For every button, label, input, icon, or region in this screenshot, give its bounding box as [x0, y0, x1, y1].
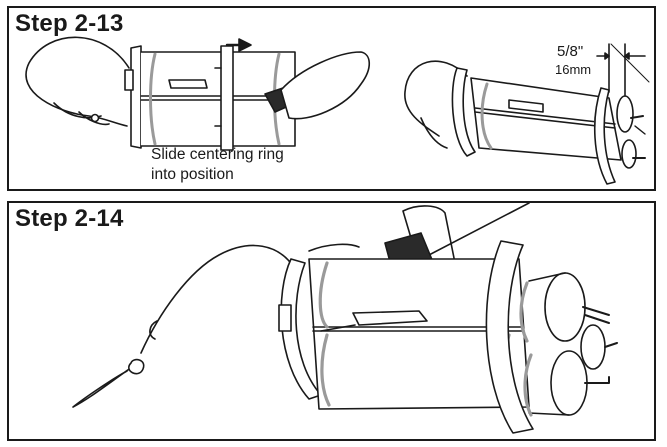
label-plate-right — [508, 99, 544, 113]
step-title: Step 2-13 — [15, 10, 124, 37]
knot — [90, 113, 100, 123]
lanyard-knot — [53, 102, 110, 126]
sleeve-paddle — [280, 51, 371, 120]
measurement-metric: 16mm — [555, 62, 592, 77]
lamp-end-1 — [544, 272, 586, 342]
step-2-14-panel: Step 2-14 — [7, 201, 656, 441]
end-cap-tab — [124, 69, 134, 91]
caption: Slide centering ring into position — [151, 145, 284, 185]
end-cap-tab — [278, 304, 292, 332]
lanyard-hook — [149, 320, 158, 340]
lamp-end-2 — [621, 139, 637, 169]
tube-shade — [149, 52, 157, 146]
lanyard-cord — [140, 244, 296, 354]
tube-shade — [318, 261, 329, 329]
step-2-14-illustration — [72, 203, 618, 434]
lanyard-cord — [25, 36, 130, 127]
label-plate — [352, 310, 428, 326]
front-ring — [594, 87, 616, 185]
end-cap-left — [130, 45, 142, 149]
end-cap-right-rear — [451, 67, 476, 157]
front-ring — [485, 240, 534, 434]
label-plate — [168, 79, 208, 89]
lamp-end-3 — [580, 324, 606, 370]
centering-ring — [220, 45, 234, 151]
arrow-right-icon — [225, 38, 252, 52]
step-2-13-panel: Step 2-13 — [7, 6, 656, 191]
step-title: Step 2-14 — [15, 205, 124, 232]
lanyard-knot — [128, 358, 145, 375]
lamp-end-1 — [616, 95, 634, 133]
measurement-imperial: 5/8" — [557, 43, 584, 60]
lamp-end-2 — [550, 350, 588, 416]
caption-line-2: into position — [151, 166, 234, 183]
tube-body-right — [470, 77, 622, 161]
lanyard-tail — [72, 364, 136, 408]
step-2-13-illustration — [25, 36, 650, 185]
caption-line-1: Slide centering ring — [151, 146, 284, 163]
lanyard-cord-right — [404, 60, 468, 137]
